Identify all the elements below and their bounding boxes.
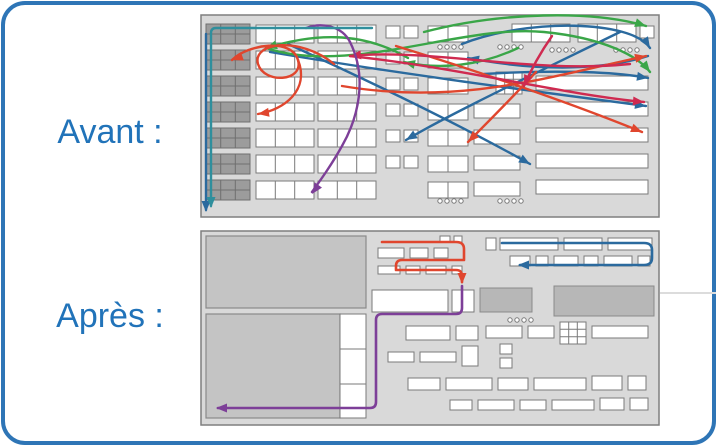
machine xyxy=(385,103,401,117)
machine xyxy=(385,77,401,91)
machine xyxy=(427,155,469,173)
machine xyxy=(477,399,515,411)
machine xyxy=(535,179,649,195)
machine xyxy=(499,357,513,369)
machine xyxy=(387,351,415,363)
before-flow-red xyxy=(230,44,648,146)
machine xyxy=(385,25,401,39)
machine xyxy=(371,289,449,313)
machine xyxy=(427,129,469,147)
machine xyxy=(405,325,451,341)
machine xyxy=(629,397,649,411)
machine xyxy=(205,127,251,149)
gray-zone xyxy=(479,287,533,313)
machine xyxy=(461,345,479,367)
storage-zone xyxy=(205,235,367,309)
machine xyxy=(533,377,587,391)
storage-zone xyxy=(205,313,341,419)
machine xyxy=(497,377,529,391)
machine xyxy=(445,377,493,391)
machine xyxy=(559,321,587,345)
machine xyxy=(255,180,315,200)
machine xyxy=(591,375,623,391)
machine xyxy=(599,397,625,411)
machine xyxy=(255,154,315,174)
after-machines xyxy=(371,235,653,411)
machine xyxy=(409,247,429,259)
machine xyxy=(317,102,377,122)
machine xyxy=(377,247,405,259)
machine xyxy=(499,343,513,355)
machine xyxy=(317,180,377,200)
machine xyxy=(427,181,469,199)
after-zones xyxy=(205,235,655,419)
before-flow-teal xyxy=(206,26,374,208)
gray-zone xyxy=(553,285,655,317)
machine xyxy=(527,325,555,339)
machine xyxy=(403,25,419,39)
machine xyxy=(449,399,473,411)
machine xyxy=(407,377,441,391)
machine xyxy=(639,25,655,39)
machine xyxy=(205,75,251,97)
machine xyxy=(433,247,449,259)
before-diagram xyxy=(200,14,660,218)
machine xyxy=(627,375,647,391)
machine xyxy=(535,127,649,143)
machine xyxy=(485,237,497,251)
machine xyxy=(385,129,401,143)
machine xyxy=(535,153,649,169)
machine xyxy=(519,399,547,411)
after-diagram xyxy=(200,230,660,426)
before-machines xyxy=(205,23,655,204)
machine xyxy=(473,181,521,197)
machine xyxy=(473,155,521,171)
before-flow-crimson xyxy=(348,34,646,107)
divider-line xyxy=(660,292,716,294)
machine xyxy=(403,155,419,169)
machine xyxy=(455,325,479,341)
machine xyxy=(205,153,251,175)
before-label: Avant : xyxy=(57,113,163,151)
machine xyxy=(535,101,649,117)
machine xyxy=(551,399,595,411)
after-flow-purple xyxy=(216,284,464,413)
machine xyxy=(255,76,315,96)
machine xyxy=(535,75,649,91)
machine xyxy=(385,155,401,169)
rack xyxy=(339,313,367,419)
after-flow-blue xyxy=(500,241,654,270)
machine xyxy=(591,325,649,339)
rack-dividers xyxy=(340,348,366,385)
after-flow-red xyxy=(380,240,467,284)
machine xyxy=(485,325,523,339)
machine xyxy=(419,351,457,363)
after-label: Après : xyxy=(56,297,164,335)
machine xyxy=(255,128,315,148)
machine xyxy=(205,101,251,123)
machine xyxy=(403,77,419,91)
